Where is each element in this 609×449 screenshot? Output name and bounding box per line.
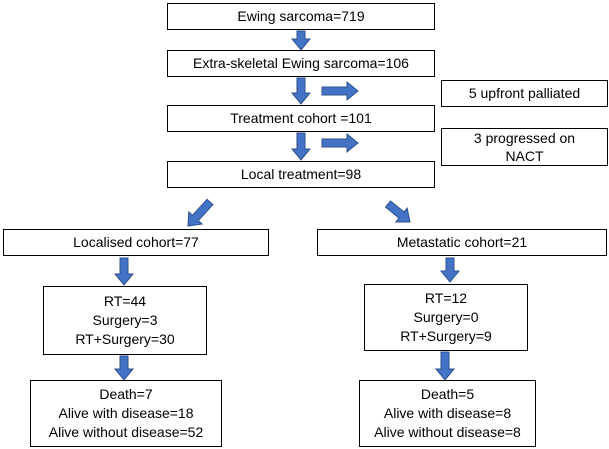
arrow-total-to-extra	[290, 30, 312, 51]
localised-rt-label: RT=44	[103, 293, 147, 309]
upfront-palliated-label: 5 upfront palliated	[468, 85, 581, 101]
total-ewing-label: Ewing sarcoma=719	[237, 8, 365, 24]
arrow-metastatic-treatment-to-outcome	[434, 351, 456, 381]
upfront-palliated-box: 5 upfront palliated	[441, 80, 608, 107]
arrow-metastatic-to-treatment	[439, 257, 461, 283]
metastatic-rt-surgery-label: RT+Surgery=9	[400, 328, 492, 344]
extra-skeletal-box: Extra-skeletal Ewing sarcoma=106	[167, 50, 435, 77]
localised-alive-with-disease-label: Alive with disease=18	[58, 405, 194, 421]
metastatic-cohort-label: Metastatic cohort=21	[396, 234, 528, 250]
metastatic-surgery-label: Surgery=0	[413, 309, 479, 325]
localised-cohort-box: Localised cohort=77	[3, 229, 269, 256]
progressed-nact-label: 3 progressed on NACT	[473, 130, 576, 164]
arrow-extra-to-treatment	[290, 77, 312, 105]
localised-death-label: Death=7	[99, 386, 153, 402]
arrow-to-progressed-nact	[321, 132, 359, 154]
localised-treatment-box: RT=44 Surgery=3 RT+Surgery=30	[43, 286, 207, 355]
total-ewing-box: Ewing sarcoma=719	[167, 3, 435, 30]
arrow-to-upfront-palliated	[321, 80, 359, 102]
localised-surgery-label: Surgery=3	[92, 312, 158, 328]
treatment-cohort-label: Treatment cohort =101	[230, 110, 372, 126]
arrow-local-to-localised	[187, 198, 214, 227]
metastatic-outcome-box: Death=5 Alive with disease=8 Alive witho…	[359, 380, 536, 447]
arrow-localised-treatment-to-outcome	[113, 355, 135, 381]
metastatic-rt-label: RT=12	[424, 290, 468, 306]
local-treatment-box: Local treatment=98	[167, 161, 435, 188]
localised-outcome-box: Death=7 Alive with disease=18 Alive with…	[30, 380, 222, 447]
extra-skeletal-label: Extra-skeletal Ewing sarcoma=106	[193, 55, 409, 71]
metastatic-death-label: Death=5	[420, 386, 475, 402]
metastatic-treatment-box: RT=12 Surgery=0 RT+Surgery=9	[364, 284, 528, 351]
progressed-nact-box: 3 progressed on NACT	[441, 128, 608, 166]
local-treatment-label: Local treatment=98	[240, 166, 362, 182]
treatment-cohort-box: Treatment cohort =101	[167, 105, 435, 132]
arrow-localised-to-treatment	[113, 257, 135, 286]
localised-cohort-label: Localised cohort=77	[73, 234, 199, 250]
localised-alive-without-disease-label: Alive without disease=52	[48, 424, 204, 440]
localised-rt-surgery-label: RT+Surgery=30	[75, 331, 175, 347]
metastatic-alive-with-disease-label: Alive with disease=8	[383, 405, 512, 421]
arrow-treatment-to-local	[290, 132, 312, 161]
arrow-local-to-metastatic	[384, 200, 411, 223]
metastatic-cohort-box: Metastatic cohort=21	[317, 229, 607, 256]
metastatic-alive-without-disease-label: Alive without disease=8	[374, 424, 521, 440]
